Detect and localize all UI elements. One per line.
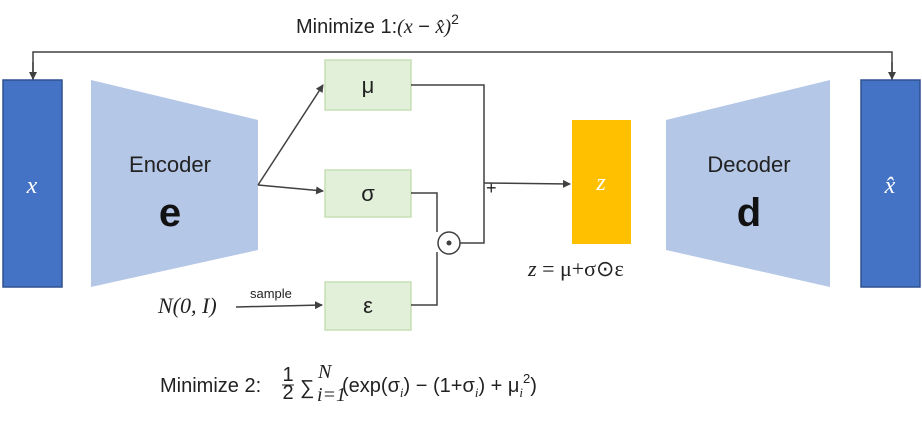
plus-operator: + [486, 178, 497, 198]
arrow-sample-to-epsilon [235, 301, 323, 310]
epsilon-box [324, 281, 412, 331]
mu-label: μ [362, 73, 375, 98]
sigma-box [324, 169, 412, 218]
decoder-title: Decoder [707, 152, 790, 177]
arrow-encoder-to-mu [257, 84, 324, 186]
latent-label: z [595, 170, 606, 196]
half-numerator: 1 [282, 364, 293, 386]
noise-source-label: N(0, I) [157, 293, 217, 318]
reconstruction-loop-line [32, 51, 893, 80]
wire-mu-to-sum [411, 84, 485, 183]
sum-upper: N [317, 361, 333, 383]
loss-top-formula: Minimize 1:(x − x̂)2 [296, 11, 459, 38]
output-box [860, 79, 921, 288]
encoder-title: Encoder [129, 152, 211, 177]
mu-box [324, 59, 412, 111]
output-label: x̂ [884, 173, 896, 199]
loss-bottom-body: (exp(σi) − (1+σi) + μi2) [342, 371, 537, 400]
input-box [2, 79, 63, 288]
latent-equation: z = μ+σ⊙ε [527, 256, 624, 281]
sigma-label: σ [361, 181, 375, 206]
arrow-sum-to-latent [483, 179, 571, 188]
sum-lower: i=1 [317, 384, 346, 406]
latent-box [572, 120, 631, 244]
encoder-letter: e [159, 191, 181, 235]
encoder-shape [91, 80, 258, 287]
wire-sigma-to-hadamard [411, 192, 438, 232]
sum-symbol: ∑ [300, 377, 314, 399]
wire-epsilon-to-hadamard [411, 252, 438, 306]
arrow-encoder-to-sigma [257, 184, 324, 195]
sample-label: sample [250, 286, 292, 301]
half-denominator: 2 [282, 382, 293, 404]
loss-bottom-formula: Minimize 2: [160, 375, 261, 397]
decoder-shape [666, 80, 830, 287]
input-label: x [26, 173, 38, 199]
hadamard-dot [446, 240, 452, 246]
decoder-letter: d [737, 191, 761, 235]
epsilon-label: ε [363, 293, 373, 318]
wire-hadamard-to-sum [460, 183, 485, 244]
